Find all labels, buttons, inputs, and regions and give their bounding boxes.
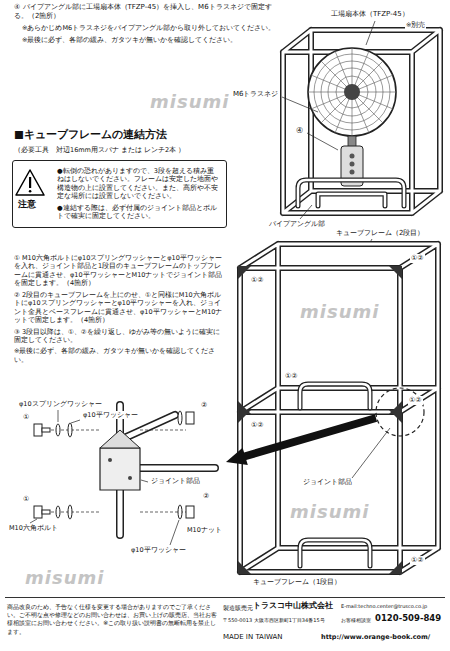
watermark: misumi [290,500,369,523]
instruction-step: ① M10六角ボルトにφ10スプリングワッシャーとφ10平ワッシャーを入れ、ジョ… [14,254,226,288]
part-name: キューブフレーム（1段目） [252,578,342,587]
part-name: 工場扇本体（TFZP-45） [330,10,410,19]
footer-note: 商品改良のため、予告なく仕様を変更する場合がありますのでご了承ください。ご不明な… [7,603,219,636]
warning-text: ●連結する際は、必ず付属のジョイント部品とボルトで確実に固定してください。 [57,204,220,221]
callout-number: ① [22,495,30,504]
part-name: ジョイント部品 [302,478,353,487]
watermark: misumi [150,90,229,113]
callout-number: ①② [410,254,425,263]
note: ※最後に必ず、各部の緩み、ガタツキが無いかを確認してください。 [22,36,277,44]
instruction-step: ③ 3段目以降は、①、②を繰り返し、ゆがみ等の無いように確実に固定してください。 [14,328,226,345]
note: ※最後に必ず、各部の緩み、ガタツキが無いかを確認してください。 [14,347,226,364]
callout-number: ①② [408,396,423,405]
part-name: φ10平ワッシャー [82,411,139,419]
url: http://www.orange-book.com/ [321,633,430,641]
warning-box: 注意 ●転倒の恐れがありますので、3段を超える積み重ねはしないでください。フレーム… [12,160,227,228]
callout-number: ① [22,413,30,422]
callout-number: ①② [250,421,265,430]
part-name: M6トラスネジ [232,90,280,99]
maker-caption: 製造販売元 [223,605,253,612]
watermark: misumi [25,566,104,589]
note: ※別売 [405,21,426,29]
part-name: φ10スプリングワッシャー [18,400,103,408]
part-name: M10ナット [186,526,223,534]
section-heading: ■キューブフレームの連結方法 [14,128,167,142]
callout-number: ①② [410,556,425,565]
part-name: ジョイント部品 [150,477,201,485]
watermark: misumi [300,300,379,323]
callout-number: ①② [284,372,299,381]
callout-number: ④ [295,126,304,136]
instruction-step: ② 2段目のキューブフレームを上にのせ、①と同様にM10六角ボルトにφ10スプリ… [14,291,226,325]
support-caption: お客様相談室 [341,617,371,624]
callout-number: ② [202,492,210,501]
callout-number: ①② [250,276,265,285]
warning-heading: 注意 [18,199,36,211]
warning-text: ●転倒の恐れがありますので、3段を超える積み重ねはしないでください。フレームは安… [57,167,220,201]
email: E-mail:techno.center@trusco.co.jp [341,603,427,610]
note: ※あらかじめM6トラスネジをパイプアングル部から取り外しておいてください。 [22,24,277,32]
instruction-step: ④ パイプアングル部に工場扇本体（TFZP-45）を挿入し、M6トラスネジで固定… [14,3,276,21]
callout-number: ② [200,401,208,410]
footer-panel: 商品改良のため、予告なく仕様を変更する場合がありますのでご了承ください。ご不明な… [5,597,445,649]
origin-mark: MADE IN TAIWAN [223,633,283,642]
note: （必要工具 対辺16mm用スパナ または レンチ2本 ） [14,146,185,154]
part-name: φ10平ワッシャー [130,546,187,554]
company-name: トラスコ中山株式会社 [253,601,333,611]
phone-number: 0120-509-849 [375,613,441,624]
address: 〒550-0013 大阪市西区新町1丁目34番15号 [223,617,325,624]
part-name: キューブフレーム（2段目） [335,229,425,238]
part-name: M10六角ボルト [8,524,59,532]
part-name: パイプアングル部 [268,220,326,229]
